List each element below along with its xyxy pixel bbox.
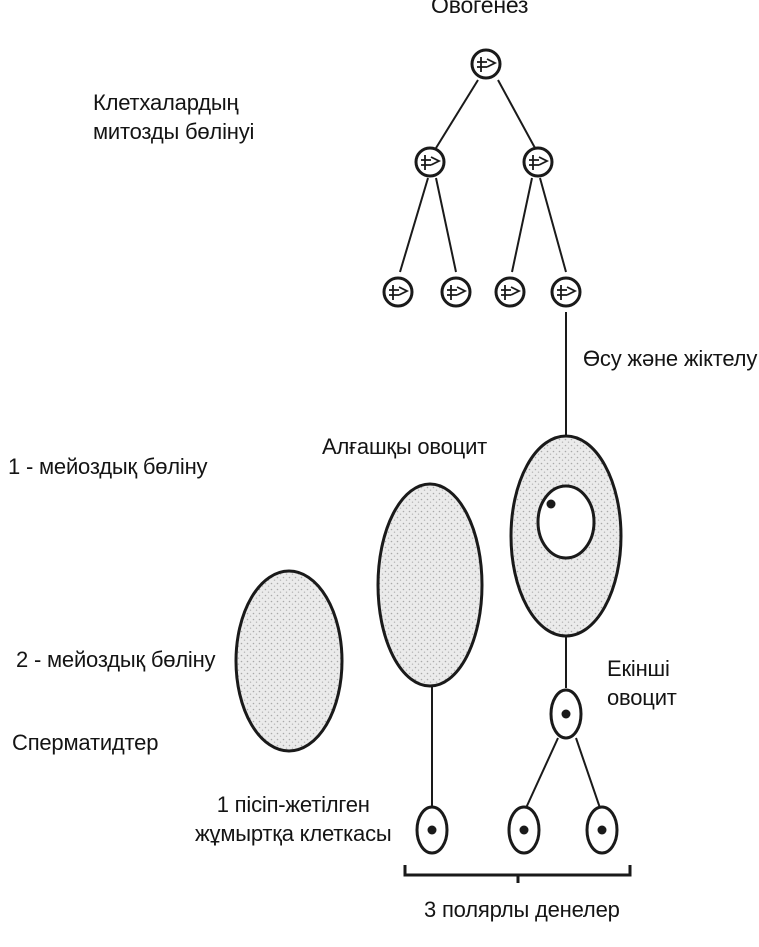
line-secondary-right bbox=[576, 738, 600, 808]
line-r-left bbox=[512, 178, 532, 272]
oogonium-cell bbox=[472, 50, 500, 78]
large-cell bbox=[378, 484, 482, 686]
oogonium-cell bbox=[496, 278, 524, 306]
spermatids-label: Сперматидтер bbox=[12, 728, 158, 757]
oogonium-cell bbox=[524, 148, 552, 176]
polar-bodies-label: 3 полярлы денелер bbox=[424, 895, 620, 924]
diagram-title: Овогенез bbox=[431, 0, 528, 20]
primary-oocyte-nucleus bbox=[538, 486, 594, 558]
line-l-left bbox=[400, 178, 428, 272]
large-cell bbox=[236, 571, 342, 751]
oogonium-cell bbox=[552, 278, 580, 306]
line-r-right bbox=[540, 178, 566, 272]
oogonium-cell bbox=[416, 148, 444, 176]
oogonium-cell bbox=[442, 278, 470, 306]
oogonium-cell bbox=[384, 278, 412, 306]
primary-oocyte-nucleolus bbox=[547, 500, 556, 509]
line-l-right bbox=[436, 178, 456, 272]
secondary-oocyte-label: Екінші овоцит bbox=[607, 654, 677, 712]
meiosis1-label: 1 - мейоздық бөліну bbox=[8, 452, 207, 481]
polar-bodies-brace bbox=[405, 865, 630, 883]
growth-label: Өсу және жіктелу bbox=[583, 344, 757, 373]
line-root-right bbox=[498, 80, 535, 148]
line-root-left bbox=[436, 80, 478, 148]
mitosis-label: Клетхалардың митозды бөлінуі bbox=[93, 88, 254, 146]
mature-egg-label: 1 пісіп-жетілген жұмыртқа клеткасы bbox=[195, 790, 392, 848]
line-secondary-left bbox=[526, 738, 558, 808]
primary-oocyte-label: Алғашқы овоцит bbox=[322, 432, 487, 461]
meiosis2-label: 2 - мейоздық бөліну bbox=[16, 645, 215, 674]
